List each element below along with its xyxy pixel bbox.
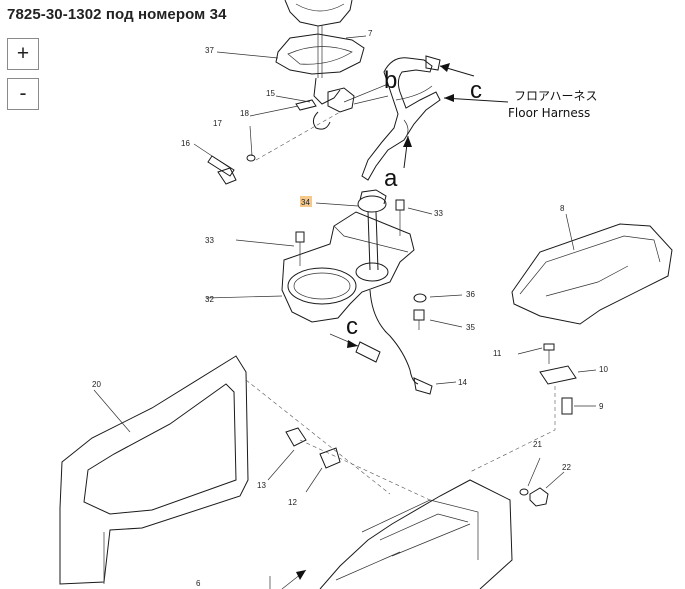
page-title: 7825-30-1302 под номером 34	[7, 6, 227, 23]
callout-18: 18	[240, 109, 249, 118]
view-letters: b c a c	[346, 67, 482, 340]
callout-8: 8	[560, 204, 565, 213]
callout-22: 22	[562, 463, 571, 472]
zoom-in-button[interactable]: +	[7, 38, 39, 70]
callout-37: 37	[205, 46, 214, 55]
callout-21: 21	[533, 440, 542, 449]
letter-b: b	[384, 67, 397, 94]
nut-22-part[interactable]	[529, 487, 549, 507]
callout-17: 17	[213, 119, 222, 128]
floor-harness-en-label: Floor Harness	[508, 106, 590, 120]
callout-32: 32	[205, 295, 214, 304]
letter-a: a	[384, 165, 398, 192]
callout-10: 10	[599, 365, 608, 374]
sensor-wire-part[interactable]	[329, 289, 433, 395]
panel-20-part[interactable]	[59, 355, 249, 585]
callout-14: 14	[458, 378, 467, 387]
washer-36-part[interactable]	[413, 293, 427, 303]
callout-34: 34	[301, 198, 310, 207]
callout-35: 35	[466, 323, 475, 332]
frame-part[interactable]	[245, 379, 513, 589]
floor-harness-jp-label: フロアハーネス	[514, 89, 598, 103]
callout-36: 36	[466, 290, 475, 299]
part-34-fuel-cap[interactable]	[357, 189, 387, 271]
bracket-32-part[interactable]	[281, 211, 415, 323]
callout-6: 6	[196, 579, 201, 588]
callout-16: 16	[181, 139, 190, 148]
top-cover-part[interactable]	[275, 0, 365, 130]
bolt-33-part[interactable]	[295, 199, 405, 266]
plate-10-part[interactable]	[539, 365, 577, 385]
bolt-35-part[interactable]	[413, 309, 425, 330]
bolt-9-part[interactable]	[561, 397, 573, 415]
bolt-16-part[interactable]	[207, 155, 237, 185]
callout-11: 11	[493, 349, 502, 358]
callout-20: 20	[92, 380, 101, 389]
callout-15: 15	[266, 89, 275, 98]
letter-c-top: c	[470, 77, 482, 104]
callout-33-left: 33	[205, 236, 214, 245]
callout-labels: 37 7 15 18 17 16 34 33 33 32 36 35 8 11 …	[92, 29, 608, 588]
clip-12-part[interactable]	[319, 447, 341, 469]
letter-c-mid: c	[346, 313, 358, 340]
callout-33-right: 33	[434, 209, 443, 218]
washer-21-part[interactable]	[519, 488, 529, 496]
washer-17-part[interactable]	[246, 154, 256, 162]
zoom-out-button[interactable]: -	[7, 78, 39, 110]
callout-12: 12	[288, 498, 297, 507]
callout-13: 13	[257, 481, 266, 490]
floor-harness-part[interactable]	[361, 55, 441, 181]
callout-34-highlight	[300, 196, 312, 207]
fitting-13-part[interactable]	[285, 427, 307, 447]
callout-9: 9	[599, 402, 604, 411]
cover-8-part[interactable]	[511, 223, 673, 325]
callout-7: 7	[368, 29, 373, 38]
bolt-11-part[interactable]	[543, 343, 555, 364]
